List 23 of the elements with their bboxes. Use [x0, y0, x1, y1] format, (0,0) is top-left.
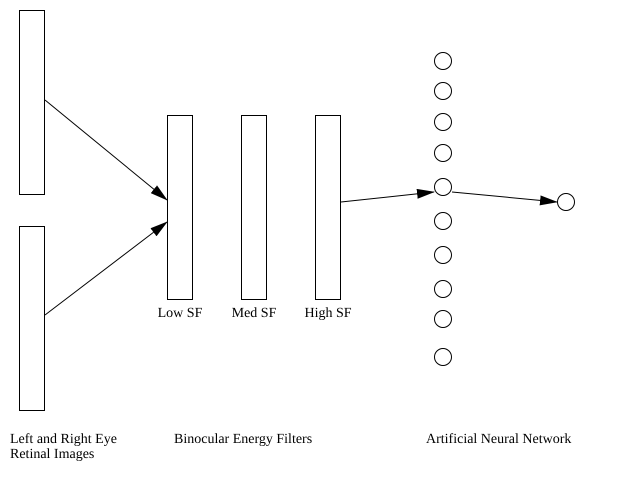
filter-label: Low SF [158, 307, 202, 321]
arrow [340, 188, 435, 202]
filter-label: High SF [304, 307, 352, 321]
arrow [452, 192, 558, 206]
neuron-circle [557, 193, 575, 211]
neuron-circle [434, 348, 452, 366]
arrow [44, 221, 168, 316]
neuron-circle [434, 82, 452, 100]
neuron-circle [434, 212, 452, 230]
neuron-circle [434, 310, 452, 328]
filter-label: Med SF [232, 307, 276, 321]
caption-text: Left and Right Eye Retinal Images [10, 432, 118, 462]
neuron-circle [434, 280, 452, 298]
neuron-circle [434, 113, 452, 131]
caption-text: Binocular Energy Filters [174, 432, 314, 447]
arrow [44, 100, 168, 201]
neuron-circle [434, 52, 452, 70]
filter-bar [19, 10, 45, 195]
neuron-circle [434, 246, 452, 264]
filter-bar [19, 226, 45, 411]
neuron-circle [434, 178, 452, 196]
caption-text: Artificial Neural Network [426, 432, 572, 447]
neuron-circle [434, 144, 452, 162]
